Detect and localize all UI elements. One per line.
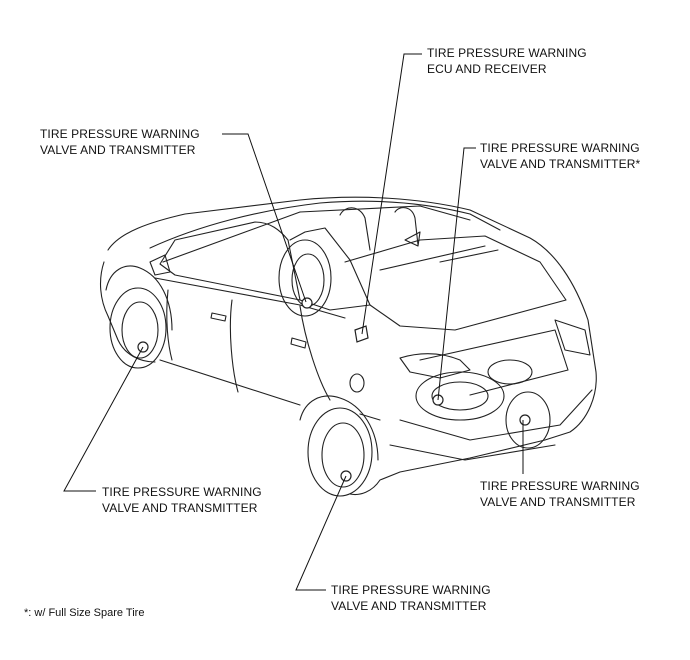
label-rear-left-transmitter: TIRE PRESSURE WARNING VALVE AND TRANSMIT… [331,582,491,614]
leader-front-left-upper [222,133,307,303]
fuel-lid [349,373,365,393]
label-front-upper-transmitter: TIRE PRESSURE WARNING VALVE AND TRANSMIT… [40,126,200,158]
label-front-left-line2: VALVE AND TRANSMITTER [102,501,258,515]
transmitter-icon-rear-right [519,414,531,426]
label-spare-line2: VALVE AND TRANSMITTER* [480,157,641,171]
door-line-rear [299,305,331,401]
front-left-wheel-outer [109,287,167,369]
side-window-front [159,221,301,301]
label-spare-transmitter: TIRE PRESSURE WARNING VALVE AND TRANSMIT… [480,140,640,172]
label-rear-right-line2: VALVE AND TRANSMITTER [480,495,636,509]
leader-rear-left [295,475,347,591]
front-right-wheel-hidden [278,239,332,317]
leader-front-left [63,346,144,492]
ecu-receiver-icon [354,325,369,343]
rear-glass [344,235,567,331]
label-front-left-line1: TIRE PRESSURE WARNING [102,485,262,499]
label-rear-left-line2: VALVE AND TRANSMITTER [331,599,487,613]
leader-ecu [361,53,422,335]
rear-left-wheel-inner [321,422,365,488]
transmitter-icon-front-right [301,297,313,309]
rear-bumper [389,389,593,461]
label-ecu-line2: ECU AND RECEIVER [427,62,547,76]
rear-glass-inner [379,245,499,271]
car-body-outline [99,196,597,496]
label-ecu-receiver: TIRE PRESSURE WARNING ECU AND RECEIVER [427,45,587,77]
spare-tire-inner [431,381,489,411]
rear-left-wheel-outer [307,407,373,497]
label-front-left-transmitter: TIRE PRESSURE WARNING VALVE AND TRANSMIT… [102,484,262,516]
label-rear-right-transmitter: TIRE PRESSURE WARNING VALVE AND TRANSMIT… [480,478,640,510]
spare-wheel-small [487,359,533,385]
rear-wheel-arch [299,395,379,461]
front-wheel-arch [105,265,173,331]
label-ecu-line1: TIRE PRESSURE WARNING [427,46,587,60]
car-roof [149,200,501,263]
tail-lamp-left [399,353,471,379]
antenna [404,231,421,247]
front-left-wheel-inner [121,301,159,359]
seat-outline [339,207,419,251]
label-spare-line1: TIRE PRESSURE WARNING [480,141,640,155]
door-handle-rear [290,337,307,349]
leader-spare [437,147,476,401]
belt-line [154,277,346,319]
door-line-middle [229,299,239,393]
label-front-upper-line2: VALVE AND TRANSMITTER [40,143,196,157]
tail-lamp-right [554,319,591,356]
footnote: *: w/ Full Size Spare Tire [24,607,145,619]
label-rear-left-line1: TIRE PRESSURE WARNING [331,583,491,597]
door-handle-front [210,312,227,322]
side-mirror [149,254,171,276]
spare-tire-outer [415,371,505,421]
rear-right-wheel [505,391,551,449]
label-rear-right-line1: TIRE PRESSURE WARNING [480,479,640,493]
label-front-upper-line1: TIRE PRESSURE WARNING [40,127,200,141]
